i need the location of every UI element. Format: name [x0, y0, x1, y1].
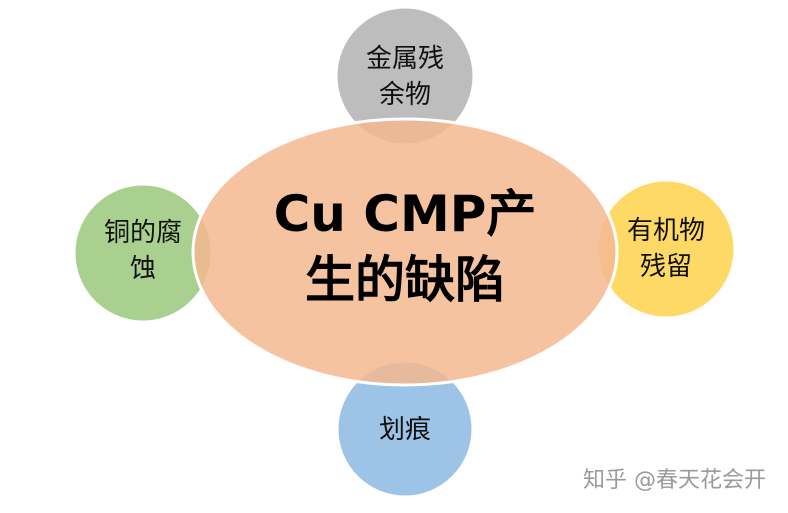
node-left-label-line2: 蚀: [129, 254, 156, 284]
node-top-label-line1: 金属残: [365, 44, 444, 74]
node-right-label-line2: 残留: [639, 252, 692, 282]
node-right-label: 有机物 残留: [606, 212, 726, 286]
node-bottom-label: 划痕: [345, 410, 465, 450]
center-label: Cu CMP产 生的缺陷: [274, 181, 537, 313]
center-label-box: Cu CMP产 生的缺陷: [220, 172, 590, 322]
node-top-label: 金属残 余物: [345, 40, 465, 114]
center-ellipse: [191, 117, 619, 387]
center-label-line2: 生的缺陷: [304, 251, 505, 309]
node-left-label: 铜的腐 蚀: [83, 214, 203, 288]
center-label-line1: Cu CMP产: [273, 185, 537, 243]
watermark: 知乎 @春天花会开: [583, 468, 766, 493]
node-left-label-line1: 铜的腐: [103, 218, 182, 248]
node-bottom-label-line1: 划痕: [378, 415, 431, 445]
node-top-label-line2: 余物: [378, 80, 431, 110]
node-right-label-line1: 有机物: [626, 216, 705, 246]
